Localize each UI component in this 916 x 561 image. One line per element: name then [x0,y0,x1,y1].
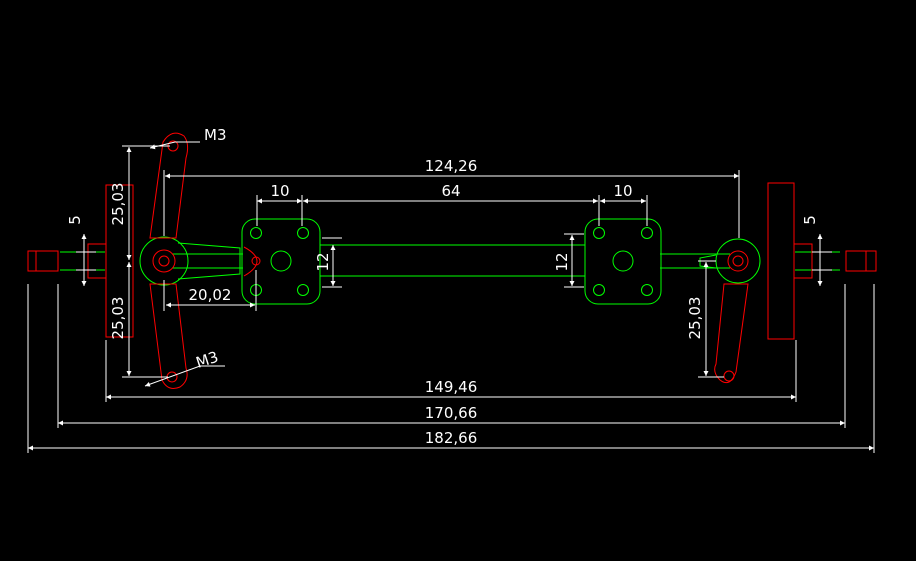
dim-12-right-label: 12 [553,252,571,271]
dimension-lines [27,141,875,453]
right-block-center-bore [612,250,634,272]
dim-25-03-right-label: 25,03 [686,297,704,340]
left-arm-mid-link [243,246,258,277]
dim-64-label: 64 [441,182,460,200]
left-knuckle-hub [139,236,189,286]
dim-149-46-label: 149,46 [425,378,478,396]
left-hub-collar [87,243,107,279]
right-block-hole-tr [641,227,653,239]
right-steering-arm-outline [714,283,749,384]
right-block-hole-br [641,284,653,296]
left-block-center-bore [270,250,292,272]
left-stub-tip [27,250,59,272]
left-knuckle-arm [177,242,241,280]
dim-5-right-label: 5 [801,215,819,225]
dimension-labels: 124,26 10 64 10 12 12 5 5 25,03 25,03 25… [66,126,819,447]
left-bracket-block [241,218,321,305]
dim-170-66-label: 170,66 [425,404,478,422]
right-wheel-disc [767,182,795,340]
left-block-hole-tr [297,227,309,239]
left-link-pin [251,256,261,266]
dim-20-02-label: 20,02 [189,286,232,304]
left-hub-bore [158,255,170,267]
left-steering-arm-outline [149,132,189,239]
left-block-hole-br [297,284,309,296]
right-hub-bore [732,255,744,267]
right-arm-lower-hole [723,370,735,382]
dim-10-left-label: 10 [270,182,289,200]
right-hub-inner-ring [727,250,749,272]
dim-182-66-label: 182,66 [425,429,478,447]
right-hub-collar [793,243,813,279]
left-hub-inner-ring [152,249,176,273]
right-bracket-block [584,218,662,305]
right-stub-tip [845,250,877,272]
right-block-hole-tl [593,227,605,239]
dim-25-03-upper-left-label: 25,03 [109,183,127,226]
steering-parts [27,132,877,389]
left-block-hole-tl [250,227,262,239]
m3-bottom-label: M3 [194,348,221,372]
right-knuckle-hub [715,238,761,284]
m3-bottom-leader [144,365,225,387]
dim-10-right-label: 10 [613,182,632,200]
dim-25-03-lower-left-label: 25,03 [109,297,127,340]
dim-12-left-label: 12 [314,252,332,271]
dim-124-26-label: 124,26 [425,157,478,175]
m3-top-leader [149,141,200,150]
dim-5-left-label: 5 [66,215,84,225]
m3-top-label: M3 [204,126,227,144]
right-block-hole-bl [593,284,605,296]
